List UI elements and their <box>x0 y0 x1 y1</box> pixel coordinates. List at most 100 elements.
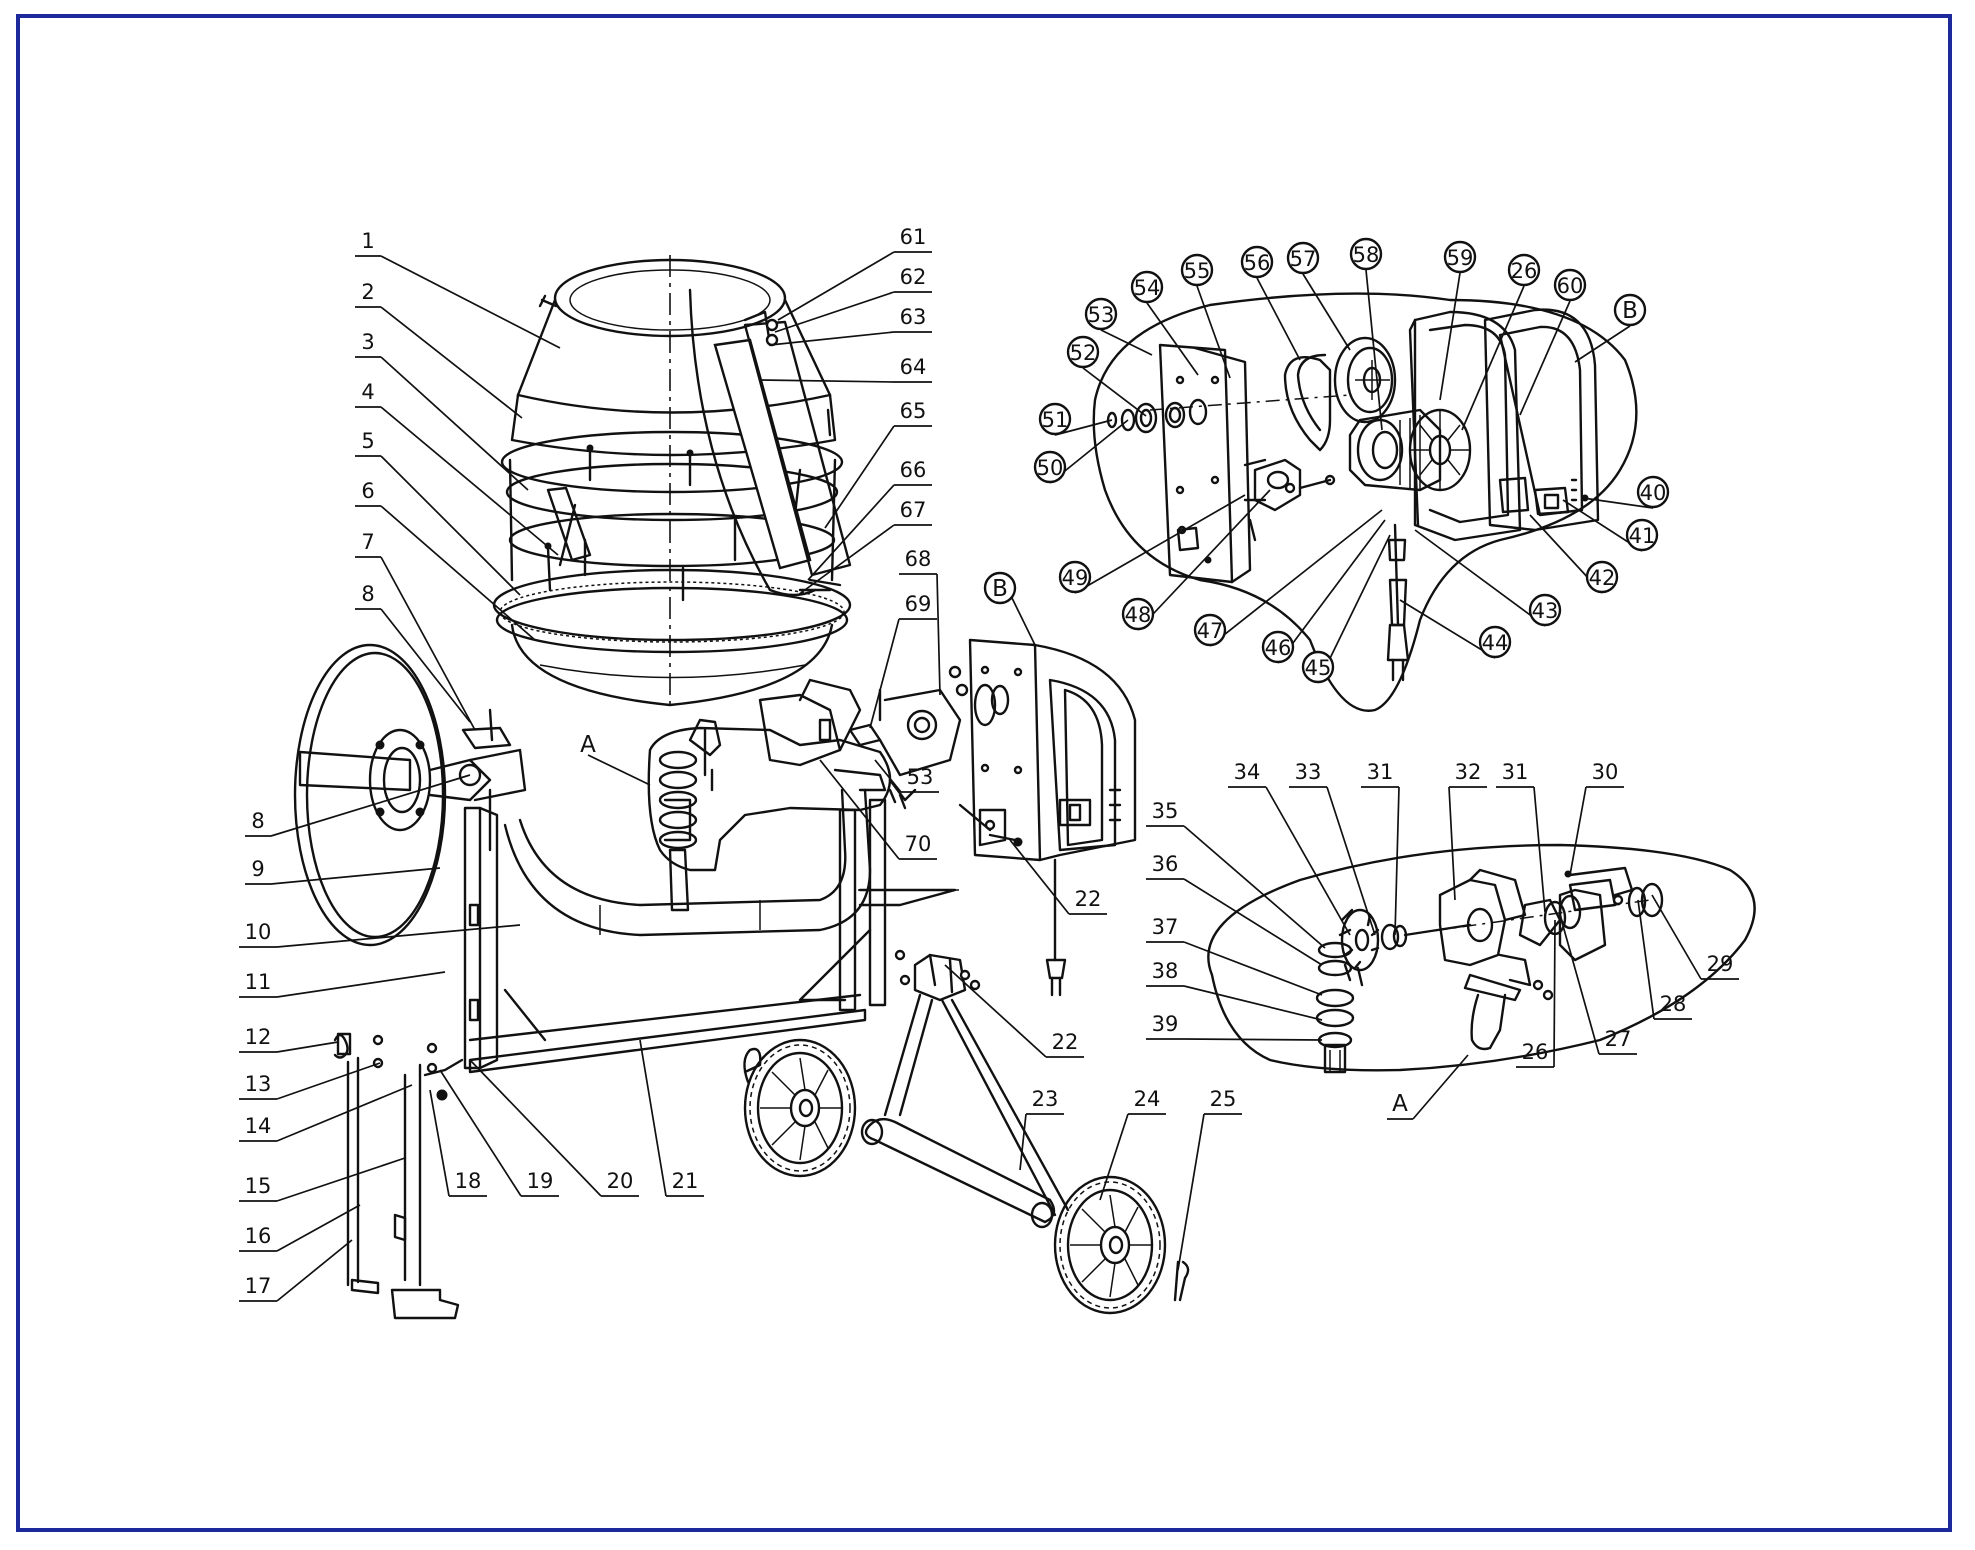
callout-a39: 39 <box>1146 1012 1323 1041</box>
callout-c17: 17 <box>239 1239 353 1302</box>
callout-circle <box>1585 560 1619 594</box>
callout-a27: 27 <box>1559 914 1637 1055</box>
callout-number: 20 <box>607 1169 634 1193</box>
callout-number: 52 <box>1070 341 1097 365</box>
callout-number: 4 <box>361 380 374 404</box>
callout-c8b: 8 <box>245 774 471 837</box>
callout-c70: 70 <box>819 759 937 860</box>
callout-circle <box>1130 270 1164 304</box>
section-label-a-main: A <box>580 732 651 786</box>
callout-c69: 69 <box>869 592 937 729</box>
callout-c6: 6 <box>355 479 536 641</box>
callout-number: 5 <box>361 429 374 453</box>
callout-circle <box>1443 240 1477 274</box>
callout-circle <box>1553 268 1587 302</box>
callout-number: 45 <box>1305 656 1332 680</box>
callout-circle <box>1301 650 1335 684</box>
callout-number: 27 <box>1605 1027 1632 1051</box>
callout-number: 39 <box>1152 1012 1179 1036</box>
callout-b47: 47 <box>1193 509 1383 647</box>
callout-number: 28 <box>1660 992 1687 1016</box>
callout-b52: 52 <box>1066 335 1147 417</box>
callout-number: 53 <box>907 765 934 789</box>
callout-c19: 19 <box>439 1069 559 1197</box>
callout-number: 22 <box>1075 887 1102 911</box>
callout-a29: 29 <box>1651 894 1739 980</box>
callout-number: 8 <box>251 809 264 833</box>
callout-number: B <box>1622 298 1638 324</box>
callout-c7: 7 <box>355 530 476 731</box>
callout-number: 68 <box>905 547 932 571</box>
callout-circle <box>1038 402 1072 436</box>
callout-c65: 65 <box>824 399 932 529</box>
callout-circle <box>1528 593 1562 627</box>
callout-bB: B <box>1574 293 1647 363</box>
callout-number: 16 <box>245 1224 272 1248</box>
callout-c10: 10 <box>239 920 521 948</box>
callout-number: 59 <box>1447 246 1474 270</box>
callout-number: 17 <box>245 1274 272 1298</box>
callout-number: 56 <box>1244 251 1271 275</box>
callout-number: 43 <box>1532 599 1559 623</box>
callout-circle <box>1121 597 1155 631</box>
callout-b42: 42 <box>1529 514 1619 594</box>
callout-number: 23 <box>1032 1087 1059 1111</box>
callout-number: 14 <box>245 1114 272 1138</box>
callout-c25: 25 <box>1177 1087 1242 1271</box>
callout-c66: 66 <box>807 458 932 581</box>
callout-c22b: 22 <box>944 964 1084 1058</box>
callout-number: 41 <box>1629 524 1656 548</box>
callout-circle <box>1286 241 1320 275</box>
callout-number: 24 <box>1134 1087 1161 1111</box>
callout-c20: 20 <box>469 1059 639 1197</box>
callout-number: 40 <box>1640 481 1667 505</box>
callout-number: 42 <box>1589 566 1616 590</box>
callout-number: 3 <box>361 330 374 354</box>
callout-a31l: 31 <box>1361 760 1400 936</box>
callout-number: 7 <box>361 530 374 554</box>
callout-number: 50 <box>1037 456 1064 480</box>
callout-c14: 14 <box>239 1084 413 1142</box>
callout-number: 29 <box>1707 952 1734 976</box>
callout-c24: 24 <box>1099 1087 1166 1201</box>
callout-number: 30 <box>1592 760 1619 784</box>
callout-number: 31 <box>1367 760 1394 784</box>
callout-c53m: 53 <box>874 759 939 793</box>
callout-a32: 32 <box>1448 760 1487 901</box>
diagram-frame <box>16 14 1952 1532</box>
callout-circle <box>1058 560 1092 594</box>
callout-number: 58 <box>1353 243 1380 267</box>
callout-c61: 61 <box>777 225 932 321</box>
callout-a31r: 31 <box>1496 760 1546 913</box>
callout-c15: 15 <box>239 1157 406 1202</box>
callout-number: 25 <box>1210 1087 1237 1111</box>
callout-b51: 51 <box>1038 402 1113 436</box>
callout-number: 21 <box>672 1169 699 1193</box>
callout-number: 69 <box>905 592 932 616</box>
callout-a38: 38 <box>1146 959 1323 1021</box>
callout-c11: 11 <box>239 970 446 998</box>
handwheel <box>293 643 527 947</box>
callout-c64: 64 <box>759 355 932 383</box>
callout-b40: 40 <box>1582 475 1670 509</box>
callout-number: 63 <box>900 305 927 329</box>
callout-b58: 58 <box>1349 237 1383 431</box>
section-a-label: A <box>580 732 596 758</box>
callout-number: 9 <box>251 857 264 881</box>
gearbox-detail-a-main <box>647 665 1010 912</box>
callout-circle <box>1066 335 1100 369</box>
callout-b60: 60 <box>1519 268 1587 416</box>
callout-circle <box>1613 293 1647 327</box>
callout-number: 8 <box>361 582 374 606</box>
callout-number: 64 <box>900 355 927 379</box>
callout-c68: 68 <box>899 547 941 696</box>
callout-c12: 12 <box>239 1025 339 1053</box>
callout-c1: 1 <box>355 229 561 349</box>
callout-number: 57 <box>1290 247 1317 271</box>
callout-number: 10 <box>245 920 272 944</box>
callout-number: 51 <box>1042 408 1069 432</box>
callout-number: 61 <box>900 225 927 249</box>
callout-circle <box>1478 625 1512 659</box>
callout-number: 12 <box>245 1025 272 1049</box>
callout-number: 11 <box>245 970 272 994</box>
